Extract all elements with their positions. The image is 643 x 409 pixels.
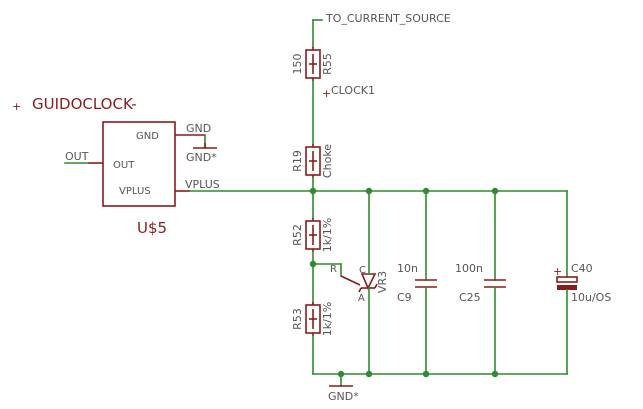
r52-value: 1k/1% — [321, 218, 334, 253]
ground-label-bottom: GND* — [328, 390, 359, 403]
c40-value: 10u/OS — [571, 291, 611, 304]
module-pin-out: OUT — [113, 160, 135, 171]
r19-ref: R19 — [291, 150, 304, 172]
junction-dot — [309, 187, 317, 195]
origin-cross-module: + — [12, 100, 21, 113]
r53-ref: R53 — [291, 308, 304, 330]
junction-dot — [337, 370, 345, 378]
junction-dot — [422, 187, 430, 195]
c25-ref: C25 — [459, 291, 481, 304]
net-label-gnd: GND — [186, 122, 211, 135]
junction-dot — [422, 370, 430, 378]
vr3-pin-c: C — [359, 265, 366, 276]
junction-dot — [365, 370, 373, 378]
junction-dot — [491, 370, 499, 378]
capacitor-c9[interactable] — [415, 279, 437, 288]
module-name: GUIDOCLOCK- — [32, 95, 137, 113]
c40-ref: C40 — [571, 262, 593, 275]
resistor-r52[interactable] — [305, 218, 321, 252]
module-ref: U$5 — [137, 219, 167, 237]
vr3-ref: VR3 — [376, 271, 389, 293]
junction-dot — [491, 187, 499, 195]
r55-value: 150 — [291, 54, 304, 75]
net-label-top: TO_CURRENT_SOURCE — [325, 12, 451, 25]
module-pin-vplus: VPLUS — [119, 186, 151, 197]
c25-value: 100n — [455, 262, 483, 275]
c9-value: 10n — [397, 262, 418, 275]
vr3-pin-r: R — [330, 264, 337, 275]
r55-ref: R55 — [321, 53, 334, 75]
resistor-r19[interactable] — [305, 144, 321, 178]
ground-label-top: GND* — [186, 151, 217, 164]
c9-ref: C9 — [397, 291, 412, 304]
capacitor-c25[interactable] — [484, 279, 506, 288]
junction-dot — [309, 260, 317, 268]
guidoclock-module[interactable]: GUIDOCLOCK- U$5 GND OUT VPLUS — [32, 95, 205, 237]
r53-value: 1k/1% — [321, 302, 334, 337]
junction-dot — [365, 187, 373, 195]
voltage-reference-vr3[interactable] — [340, 273, 378, 293]
c40-plus-icon: + — [553, 265, 562, 278]
module-body — [102, 121, 176, 207]
r52-ref: R52 — [291, 224, 304, 246]
net-label-clock: CLOCK1 — [331, 84, 375, 97]
junctions — [309, 187, 499, 378]
resistor-r55[interactable] — [305, 47, 321, 81]
vr3-pin-a: A — [358, 293, 365, 304]
capacitor-c40[interactable]: + — [553, 265, 578, 290]
origin-cross-clock: + — [322, 87, 331, 100]
r19-value: Choke — [321, 144, 334, 178]
net-label-vplus: VPLUS — [185, 178, 220, 191]
module-pin-gnd: GND — [136, 131, 159, 142]
net-label-out: OUT — [65, 150, 89, 163]
resistor-r53[interactable] — [305, 302, 321, 336]
ground-symbol-top — [193, 143, 217, 149]
